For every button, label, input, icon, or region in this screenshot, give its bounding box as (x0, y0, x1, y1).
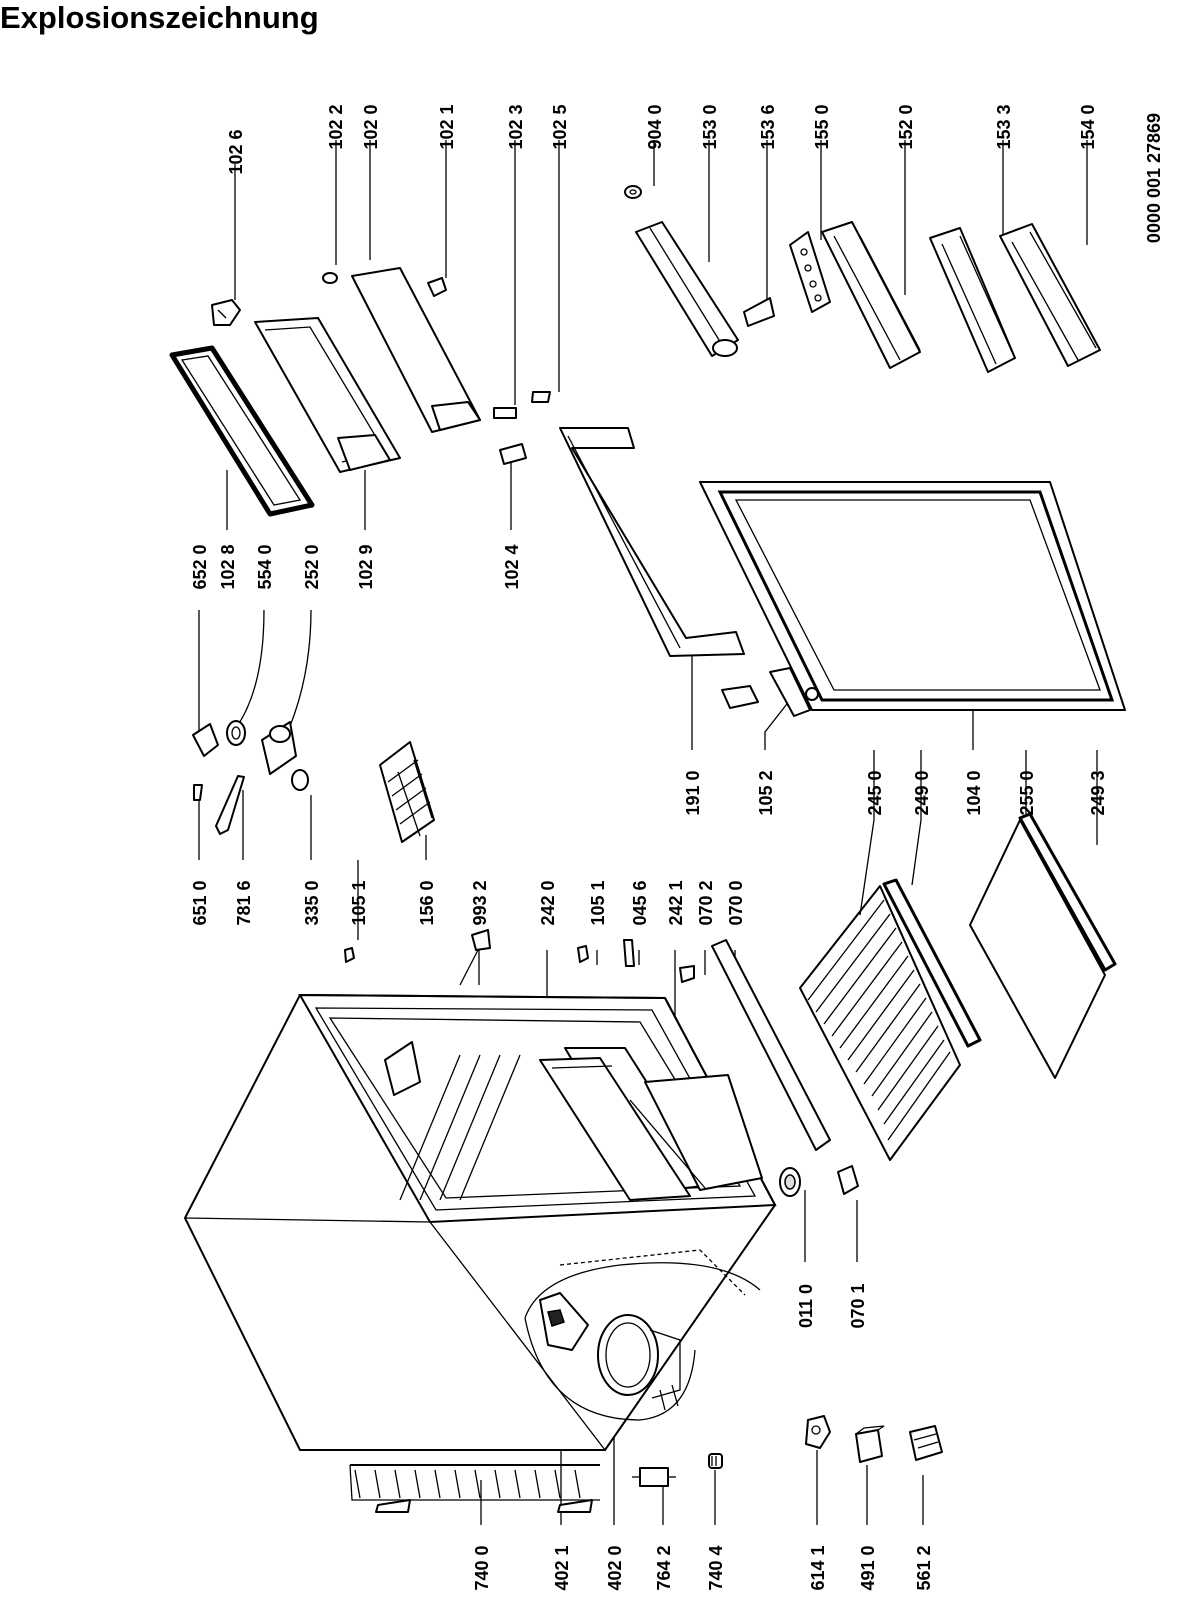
label-191-0: 191 0 (683, 770, 703, 815)
part-993-2-sensor (459, 929, 491, 986)
label-153-0: 153 0 (700, 104, 720, 149)
label-156-0: 156 0 (417, 880, 437, 925)
label-070-0: 070 0 (726, 880, 746, 925)
label-249-3: 249 3 (1088, 770, 1108, 815)
part-155-0-egg-tray (789, 231, 831, 313)
label-102-4: 102 4 (502, 544, 522, 589)
part-045-6 (623, 939, 635, 967)
part-153-6 (743, 297, 775, 327)
label-255-0: 255 0 (1017, 770, 1037, 815)
label-105-2: 105 2 (756, 770, 776, 815)
part-614-1 (805, 1415, 831, 1449)
part-561-2 (909, 1425, 943, 1461)
part-cabinet (184, 993, 777, 1513)
part-102-1 (427, 277, 447, 297)
label-045-6: 045 6 (630, 880, 650, 925)
part-102-2 (322, 272, 338, 284)
label-102-9: 102 9 (356, 544, 376, 589)
label-242-0: 242 0 (538, 880, 558, 925)
part-156-0-ice-tray (379, 741, 435, 843)
label-245-0: 245 0 (865, 770, 885, 815)
label-249-0: 249 0 (912, 770, 932, 815)
label-104-0: 104 0 (964, 770, 984, 815)
label-402-0: 402 0 (605, 1545, 625, 1590)
label-105-1-b: 105 1 (588, 880, 608, 925)
label-102-3: 102 3 (506, 104, 526, 149)
part-153-3-bin (929, 227, 1016, 373)
label-102-1: 102 1 (437, 104, 457, 149)
label-102-0: 102 0 (361, 104, 381, 149)
label-070-1: 070 1 (848, 1283, 868, 1328)
part-252-0-thermostat (261, 721, 297, 775)
part-102-3 (493, 407, 517, 419)
label-561-2: 561 2 (914, 1545, 934, 1590)
leader-lines (198, 140, 1098, 1525)
part-105-1-a (344, 947, 355, 963)
label-491-0: 491 0 (858, 1545, 878, 1590)
label-070-2: 070 2 (696, 880, 716, 925)
part-249-3-shelf-trim (1018, 812, 1117, 972)
part-152-0-bin (821, 221, 921, 369)
part-154-0-bin (999, 223, 1101, 367)
part-904-0 (624, 185, 642, 199)
label-252-0: 252 0 (302, 544, 322, 589)
part-104-0-door (699, 481, 1126, 711)
part-011-0 (779, 1167, 801, 1197)
label-614-1: 614 1 (808, 1545, 828, 1590)
part-labels: 102 6 102 2 102 0 102 1 102 3 102 5 904 … (190, 104, 1164, 1590)
part-652-0 (192, 723, 219, 757)
part-491-0 (855, 1425, 885, 1463)
label-651-0: 651 0 (190, 880, 210, 925)
label-153-6: 153 6 (758, 104, 778, 149)
part-102-5 (531, 391, 551, 403)
label-740-0: 740 0 (472, 1545, 492, 1590)
label-652-0: 652 0 (190, 544, 210, 589)
label-102-6: 102 6 (226, 129, 246, 174)
label-904-0: 904 0 (645, 104, 665, 149)
label-764-2: 764 2 (654, 1545, 674, 1590)
part-102-4 (499, 443, 527, 465)
label-152-0: 152 0 (896, 104, 916, 149)
part-105-2-hinge (721, 667, 811, 717)
label-402-1: 402 1 (552, 1545, 572, 1590)
part-070-1 (837, 1165, 859, 1195)
part-249-0-shelf-trim (882, 878, 982, 1048)
label-242-1: 242 1 (666, 880, 686, 925)
part-781-6-cable (215, 775, 245, 835)
part-554-0-knob (226, 720, 246, 746)
label-781-6: 781 6 (234, 880, 254, 925)
label-102-2: 102 2 (326, 104, 346, 149)
label-011-0: 011 0 (796, 1284, 816, 1328)
part-764-2 (632, 1467, 676, 1487)
drawing-number: 0000 001 27869 (1144, 113, 1164, 243)
label-153-3: 153 3 (994, 104, 1014, 149)
part-245-0-wire-shelf (799, 885, 961, 1161)
part-335-0 (291, 769, 309, 791)
label-335-0: 335 0 (302, 880, 322, 925)
label-554-0: 554 0 (255, 544, 275, 589)
label-102-5: 102 5 (550, 104, 570, 149)
part-102-6 (211, 299, 241, 326)
part-255-0-glass-shelf (969, 819, 1106, 1079)
part-070-2 (679, 965, 695, 983)
part-102-9-cover (254, 317, 401, 473)
part-651-0 (193, 784, 203, 801)
label-102-8: 102 8 (218, 544, 238, 589)
part-102-0-panel (351, 267, 481, 433)
label-740-4: 740 4 (706, 1545, 726, 1590)
page-title: Explosionszeichnung (0, 0, 319, 35)
label-154-0: 154 0 (1078, 104, 1098, 149)
label-993-2: 993 2 (470, 880, 490, 925)
part-191-0-gasket-frame (559, 427, 745, 657)
part-102-8-gasket (169, 345, 315, 517)
label-105-1-a: 105 1 (349, 880, 369, 925)
part-153-0-bin (635, 221, 739, 357)
part-740-4 (708, 1453, 723, 1469)
label-155-0: 155 0 (812, 104, 832, 149)
part-105-1-b (577, 945, 589, 963)
part-070-0-rail (711, 939, 831, 1151)
